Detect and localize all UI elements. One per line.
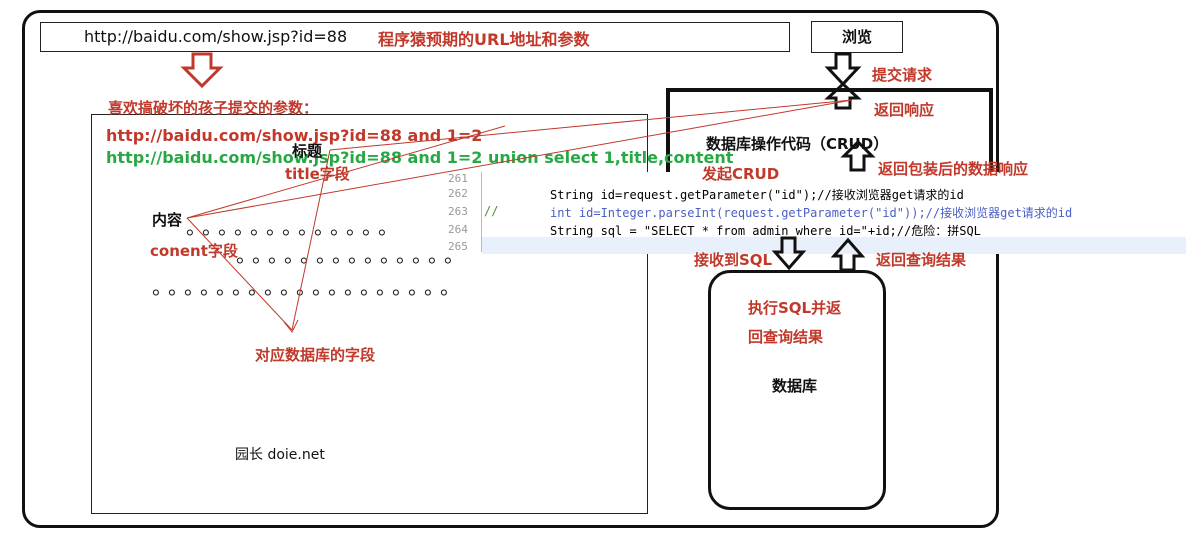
- line-gutter: [445, 172, 482, 252]
- up-arrow-icon: [824, 81, 862, 110]
- return-query-label: 返回查询结果: [876, 251, 967, 269]
- db-fields-note: 对应数据库的字段: [255, 346, 376, 364]
- outer-frame: [22, 10, 999, 528]
- line-number: 264: [448, 223, 468, 236]
- content-field: conent字段: [150, 242, 238, 260]
- placeholder-dots: 。。。。。。。。。。。。。: [186, 215, 404, 239]
- placeholder-dots: 。。。。。。。。。。。。。。: [236, 243, 470, 267]
- address-bar[interactable]: [40, 22, 790, 52]
- title-field: title字段: [285, 165, 350, 183]
- exec-sql-label-1: 执行SQL并返: [748, 299, 842, 317]
- return-wrapped-label: 返回包装后的数据响应: [878, 160, 1029, 178]
- comment-marker: //: [484, 204, 499, 218]
- browse-button[interactable]: 浏览: [811, 21, 903, 53]
- web-page-frame: [91, 114, 648, 514]
- title-label: 标题: [292, 142, 323, 160]
- database-label: 数据库: [772, 377, 818, 395]
- start-crud-label: 发起CRUD: [702, 165, 780, 183]
- line-number: 262: [448, 187, 468, 200]
- placeholder-dots: 。。。。。。。。。。。。。。。。。。。: [152, 275, 466, 299]
- code-line-264: String sql = "SELECT * from admin where …: [550, 224, 981, 238]
- return-response-label: 返回响应: [874, 101, 935, 119]
- up-arrow-icon: [840, 139, 876, 172]
- attack-heading: 喜欢搞破坏的孩子提交的参数：: [108, 99, 319, 117]
- down-arrow-icon: [180, 52, 224, 89]
- content-label: 内容: [152, 211, 183, 229]
- payload-2: http://baidu.com/show.jsp?id=88 and 1=2 …: [106, 148, 734, 167]
- line-number: 265: [448, 240, 468, 253]
- highlighted-line: [482, 237, 1186, 254]
- submit-request-label: 提交请求: [872, 66, 933, 84]
- exec-sql-label-2: 回查询结果: [748, 328, 824, 346]
- up-arrow-icon: [830, 237, 866, 272]
- server-box: [666, 88, 993, 248]
- receive-sql-label: 接收到SQL: [694, 251, 773, 269]
- author-credit: 园长 doie.net: [235, 447, 325, 463]
- down-arrow-icon: [824, 52, 862, 87]
- url-note: 程序猿预期的URL地址和参数: [378, 30, 590, 49]
- db-code-title: 数据库操作代码（CRUD）: [706, 135, 889, 153]
- url-text: http://baidu.com/show.jsp?id=88: [84, 27, 348, 46]
- payload-1: http://baidu.com/show.jsp?id=88 and 1=2: [106, 126, 483, 145]
- database-box: [708, 270, 886, 510]
- code-line-263: int id=Integer.parseInt(request.getParam…: [550, 206, 1073, 220]
- code-line-262: String id=request.getParameter("id");//接…: [550, 188, 964, 202]
- line-number: 261: [448, 172, 468, 185]
- down-arrow-icon: [771, 236, 807, 271]
- line-number: 263: [448, 205, 468, 218]
